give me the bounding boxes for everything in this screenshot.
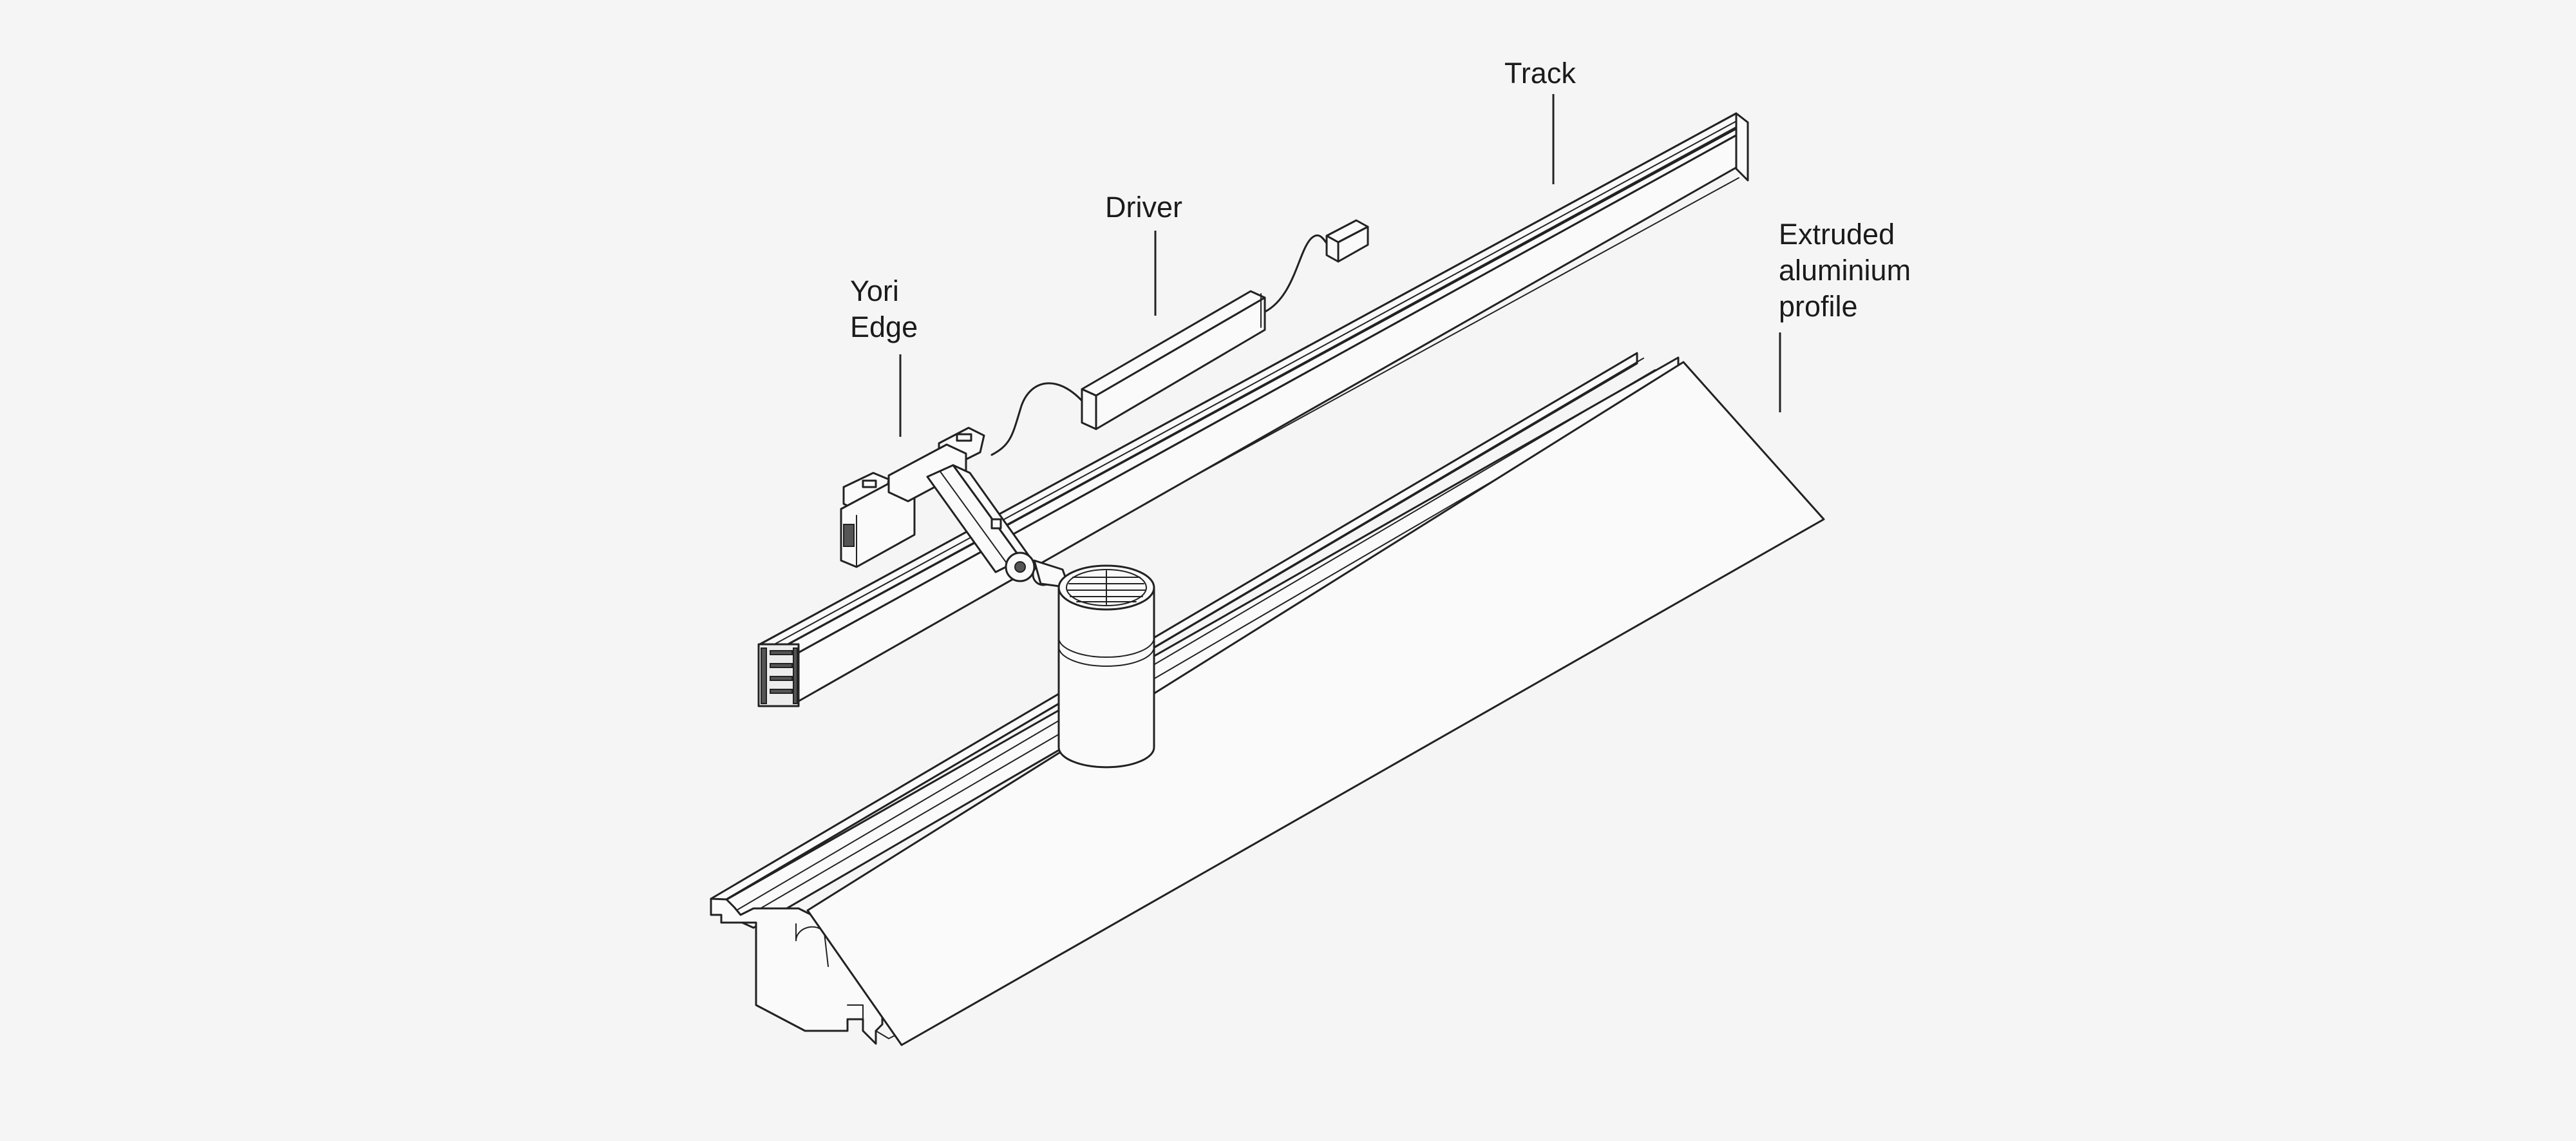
- track-line-2: [761, 126, 1738, 659]
- driver-label: Driver: [1105, 189, 1182, 225]
- louvre-grid: [1067, 570, 1146, 605]
- profile-rail-line-1: [719, 358, 1644, 904]
- extruded-profile: [710, 352, 1825, 1046]
- driver-cable-bottom: [990, 382, 1083, 456]
- luminaire-cylinder: [1057, 586, 1155, 769]
- track-line-1: [762, 119, 1739, 651]
- pivot-screw: [1014, 561, 1026, 573]
- adapter-body-window: [843, 524, 855, 547]
- diffuser-edge: [807, 910, 902, 1046]
- driver-connector-side: [1337, 225, 1369, 263]
- adapter-clip-left-tab: [862, 479, 877, 488]
- cylinder-top-inner: [1066, 569, 1147, 606]
- profile-rail-line-2: [730, 369, 1656, 914]
- arm-screw: [990, 518, 1002, 530]
- track-end-cap: [757, 643, 800, 707]
- profile-label: Extruded aluminium profile: [1779, 216, 1911, 325]
- yori-edge-label-line-1: Yori: [850, 274, 899, 307]
- track-label-text: Track: [1504, 57, 1576, 90]
- track-label: Track: [1504, 55, 1576, 91]
- yori-edge-label: Yori Edge: [850, 273, 918, 345]
- cylinder-band-2: [1058, 646, 1155, 667]
- driver-box-side: [1095, 296, 1266, 430]
- driver-box-front: [1081, 388, 1097, 430]
- profile-label-line-3: profile: [1779, 290, 1858, 323]
- profile-label-line-2: aluminium: [1779, 254, 1911, 287]
- yori-edge-label-line-2: Edge: [850, 311, 918, 343]
- profile-label-line-1: Extruded: [1779, 218, 1895, 251]
- driver: [990, 219, 1369, 456]
- cylinder-band: [1058, 637, 1155, 658]
- arm-slot: [940, 471, 1009, 566]
- track-far-end: [1735, 112, 1749, 182]
- profile-inner-groove: [847, 1004, 864, 1020]
- driver-label-text: Driver: [1105, 191, 1182, 224]
- adapter-clip-right-tab: [956, 433, 972, 442]
- yori-edge: [840, 427, 1155, 769]
